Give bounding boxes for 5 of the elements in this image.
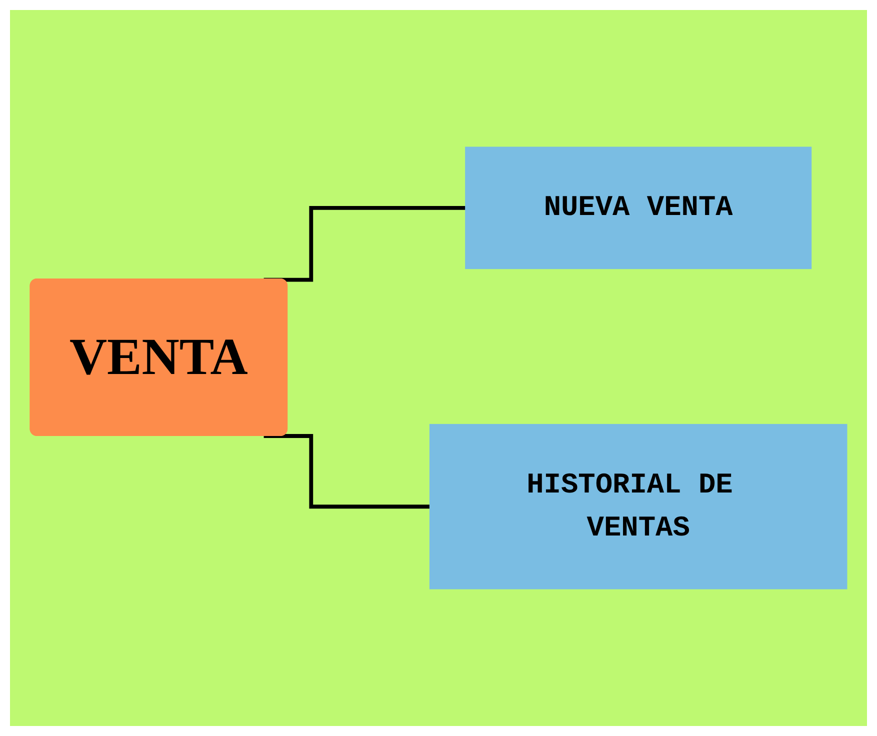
diagram-background: VENTA NUEVA VENTA HISTORIAL DE VENTAS	[10, 10, 867, 726]
node-box	[429, 424, 848, 590]
connector	[264, 434, 430, 509]
node-box	[465, 146, 812, 270]
connector	[264, 206, 466, 282]
